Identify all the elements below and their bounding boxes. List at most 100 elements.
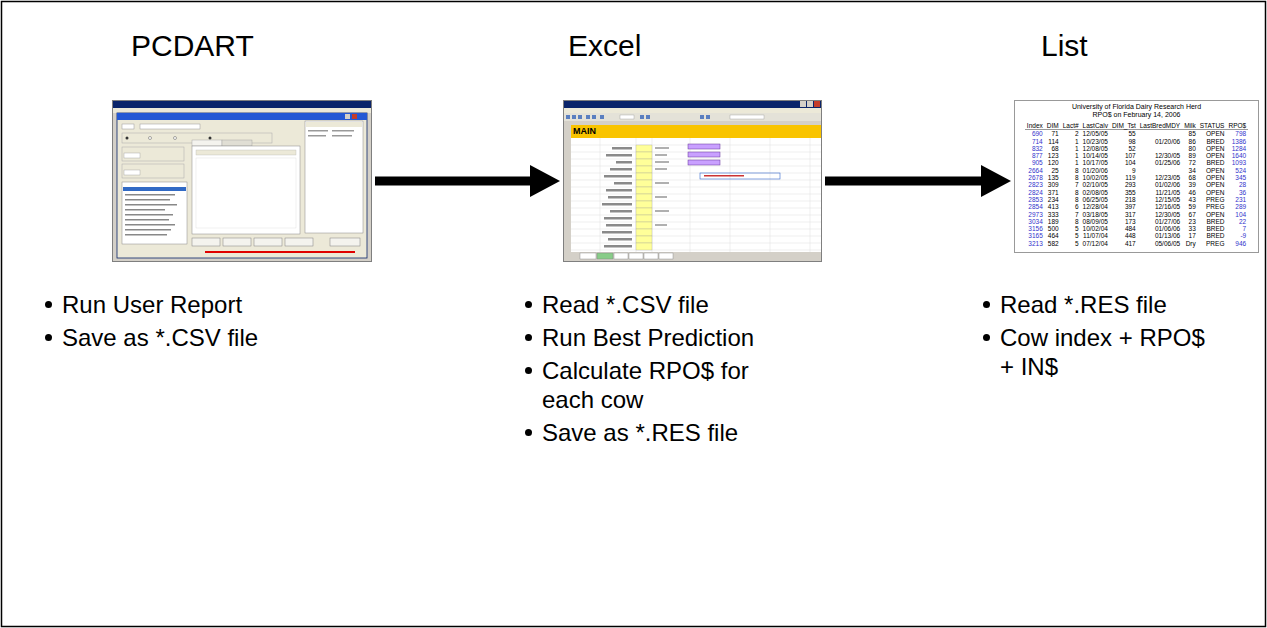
table-cell: 12/15/05: [1138, 196, 1182, 203]
table-cell: 01/13/06: [1138, 232, 1182, 239]
table-cell: 8: [1061, 174, 1081, 181]
bullet-dot: [525, 334, 532, 341]
table-cell: 08/09/05: [1081, 218, 1110, 225]
table-cell: 11/07/04: [1081, 232, 1110, 239]
step-text: Save as *.RES file: [542, 418, 782, 447]
table-cell: OPEN: [1198, 211, 1227, 218]
pcdart-window: [308, 135, 326, 137]
table-cell: 28: [1226, 181, 1248, 188]
table-cell: 86: [1182, 138, 1198, 145]
table-cell: 10/02/04: [1081, 225, 1110, 232]
table-cell: 01/27/06: [1138, 218, 1182, 225]
table-cell: 10/02/05: [1081, 174, 1110, 181]
excel-window: [608, 196, 632, 199]
table-cell: 01/06/06: [1138, 225, 1182, 232]
excel-window: [636, 187, 652, 194]
bullet-item: Run Best Prediction: [522, 323, 782, 352]
table-cell: 1284: [1226, 145, 1248, 152]
table-cell: 7: [1061, 211, 1081, 218]
excel-window: [602, 147, 632, 248]
step-text: Read *.CSV file: [542, 290, 782, 319]
table-cell: 2973: [1025, 211, 1045, 218]
excel-window: [563, 252, 822, 262]
pcdart-window: [254, 238, 282, 246]
pcdart-window: [174, 137, 177, 140]
table-cell: [1138, 130, 1182, 138]
table-title: University of Florida Dairy Research Her…: [1018, 103, 1255, 111]
table-row: 905120110/17/0510401/25/0672BRED1093: [1025, 159, 1248, 166]
pcdart-window: [149, 137, 152, 140]
table-cell: RPO$: [1226, 122, 1248, 130]
excel-window: [600, 115, 604, 119]
bullet-list: Run User ReportSave as *.CSV file: [42, 290, 302, 356]
table-cell: 98: [1110, 138, 1138, 145]
table-cell: Index: [1025, 122, 1045, 130]
excel-window: [571, 229, 822, 230]
table-cell: 114: [1045, 138, 1061, 145]
table-cell: 355: [1110, 189, 1138, 196]
table-cell: BRED: [1198, 138, 1227, 145]
table-cell: 02/08/05: [1081, 189, 1110, 196]
table-cell: 448: [1110, 232, 1138, 239]
pcdart-window: [196, 150, 296, 155]
table-cell: PREG: [1198, 196, 1227, 203]
report-table: IndexDIMLact#LastCalvDIM_TstLastBredMDYM…: [1025, 122, 1248, 247]
table-row: 3213582507/12/0441705/06/05DryPREG946: [1025, 240, 1248, 247]
table-row: 877123110/14/0510712/30/0589OPEN1640: [1025, 152, 1248, 159]
screenshot-panel: Excel: [563, 100, 822, 262]
table-cell: 135: [1045, 174, 1061, 181]
pcdart-window: [112, 100, 372, 262]
pcdart-window: [123, 187, 186, 191]
excel-window: [578, 115, 582, 119]
excel-window: [636, 159, 652, 166]
step-text: Run Best Prediction: [542, 323, 782, 352]
table-cell: 68: [1045, 145, 1061, 152]
pcdart-window: [125, 199, 170, 201]
table-cell: 946: [1226, 240, 1248, 247]
table-row: 3165464511/07/0444801/13/0617BRED-9: [1025, 232, 1248, 239]
excel-window: [730, 115, 764, 119]
excel-window: [614, 253, 628, 259]
table-cell: OPEN: [1198, 130, 1227, 138]
excel-window: [629, 253, 643, 259]
table-cell: DIM: [1045, 122, 1061, 130]
excel-window: [614, 182, 632, 185]
table-row: 714114110/23/059801/20/0686BRED1386: [1025, 138, 1248, 145]
pcdart-window: [308, 130, 328, 132]
table-cell: 07/12/04: [1081, 240, 1110, 247]
excel-window: [655, 224, 667, 226]
pcdart-window: [140, 124, 200, 129]
bullet-item: Read *.CSV file: [522, 290, 782, 319]
excel-window: [602, 203, 632, 206]
excel-window: [571, 194, 822, 195]
table-cell: LastCalv: [1081, 122, 1110, 130]
excel-window: [655, 182, 669, 184]
table-cell: 2: [1061, 130, 1081, 138]
excel-window: [571, 173, 822, 174]
excel-window: [602, 231, 632, 234]
excel-window: [636, 173, 652, 180]
excel-window: [604, 245, 632, 248]
excel-window: [636, 243, 652, 250]
table-cell: 02/10/05: [1081, 181, 1110, 188]
table-cell: 417: [1110, 240, 1138, 247]
excel-window: [704, 175, 744, 177]
pcdart-window: [345, 114, 350, 119]
excel-window: [563, 100, 822, 262]
excel-window: [608, 238, 632, 241]
step-text: Run User Report: [62, 290, 302, 319]
excel-window: [571, 166, 822, 167]
table-cell: 9: [1110, 167, 1138, 174]
excel-window: [655, 196, 667, 198]
table-cell: LastBredMDY: [1138, 122, 1182, 130]
pcdart-window: [125, 214, 173, 216]
bullet-item: Calculate RPO$ for each cow: [522, 356, 782, 414]
table-cell: 46: [1182, 189, 1198, 196]
table-cell: BRED: [1198, 159, 1227, 166]
excel-window: [572, 115, 576, 119]
table-row: 2824371802/08/0535511/21/0546OPEN36: [1025, 189, 1248, 196]
table-cell: 107: [1110, 152, 1138, 159]
pcdart-window: [192, 140, 222, 146]
table-cell: 01/25/06: [1138, 159, 1182, 166]
table-cell: 80: [1182, 145, 1198, 152]
